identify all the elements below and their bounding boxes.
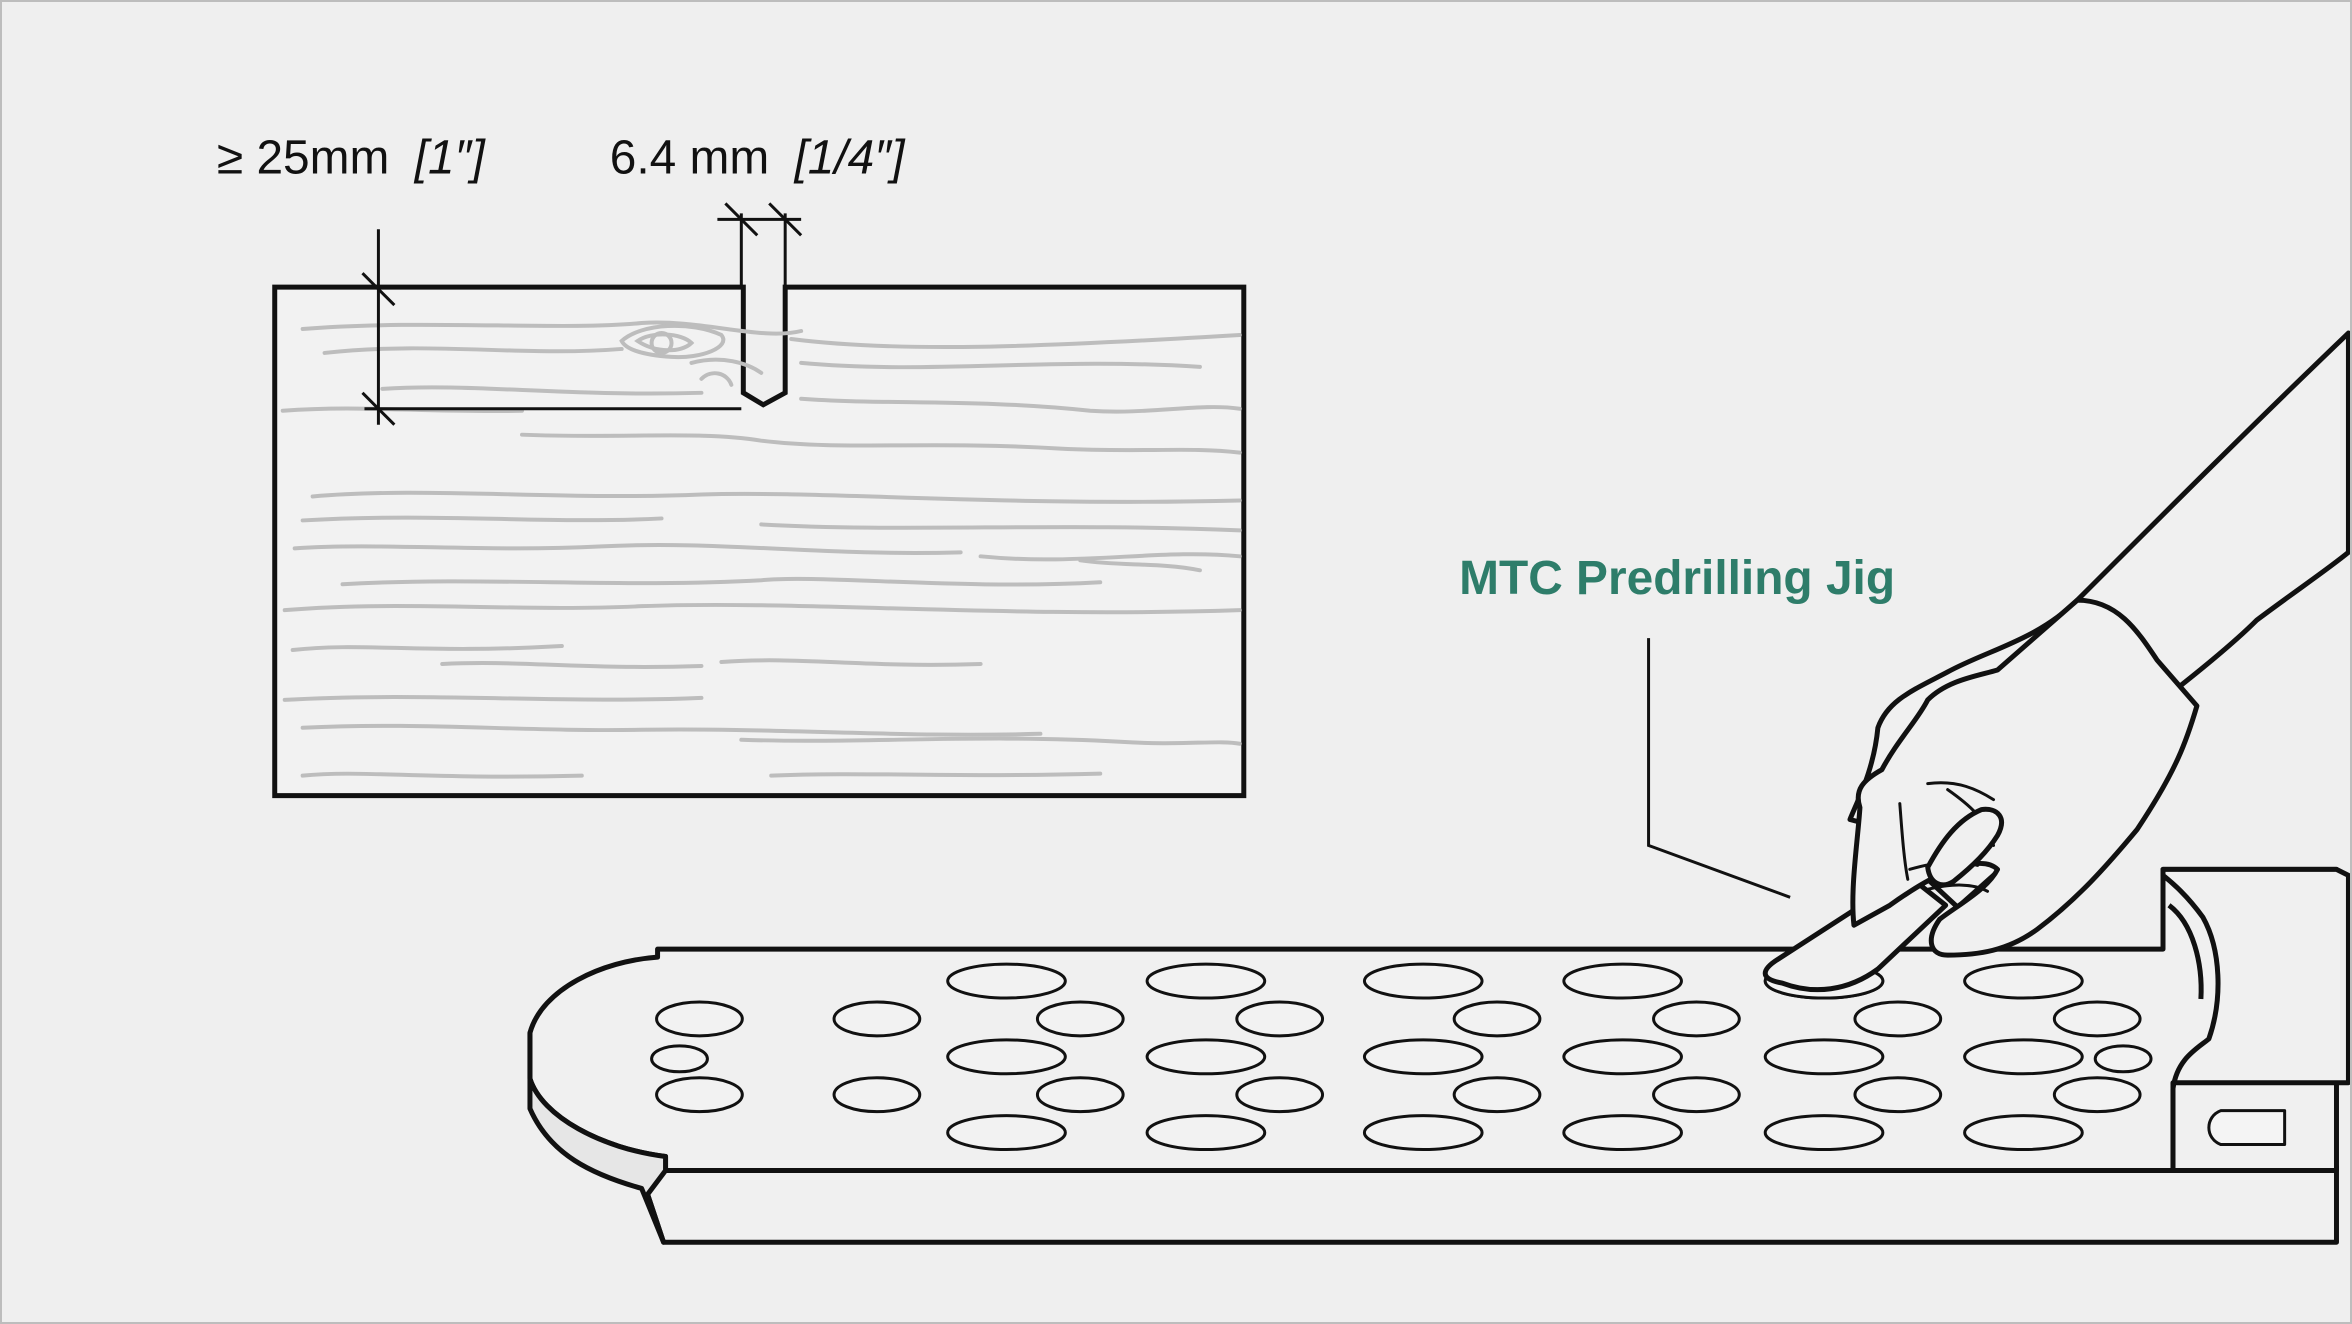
- depth-value: ≥ 25mm: [217, 131, 389, 184]
- width-dimension-label: 6.4 mm [1/4″]: [610, 131, 907, 184]
- wood-grain: [280, 320, 1242, 779]
- jig-hole: [1035, 1076, 1125, 1114]
- jig-hole: [655, 1076, 744, 1114]
- knife-blade: [1762, 872, 1949, 993]
- jig-hole: [1963, 1114, 2084, 1152]
- jig-hole: [1652, 1000, 1741, 1038]
- jig-hole: [2052, 1000, 2142, 1038]
- jig-hole: [832, 1076, 922, 1114]
- jig-side-marker: [2207, 1109, 2287, 1147]
- jig-right-inner-curve: [2167, 903, 2204, 1000]
- jig-hole: [1963, 962, 2084, 1000]
- depth-imperial: [1″]: [414, 131, 487, 184]
- callout-leader-line: [1647, 638, 1791, 899]
- jig-hole: [1562, 1038, 1683, 1076]
- jig-hole: [655, 1000, 744, 1038]
- depth-dimension: [361, 229, 742, 426]
- thumb: [1925, 806, 2004, 888]
- jig-hole: [1853, 1076, 1943, 1114]
- jig-hole: [2052, 1076, 2142, 1114]
- jig-hole: [1853, 1000, 1943, 1038]
- jig-right-block: [2160, 866, 2350, 1092]
- jig-hole: [1362, 962, 1484, 1000]
- jig-hole: [1452, 1076, 1542, 1114]
- jig-label: MTC Predrilling Jig: [1459, 552, 1895, 605]
- board-outline: [272, 284, 1247, 799]
- jig-hole: [1452, 1000, 1542, 1038]
- jig-left-end: [527, 1030, 669, 1245]
- jig-hole: [1145, 1114, 1267, 1152]
- jig-hole: [1235, 1076, 1325, 1114]
- jig-hole: [1963, 1038, 2084, 1076]
- jig-hole: [650, 1044, 709, 1074]
- jig-base-plate: [645, 1163, 2339, 1245]
- jig-hole: [832, 1000, 922, 1038]
- jig-hole: [2093, 1044, 2153, 1074]
- jig-hole: [1235, 1000, 1325, 1038]
- hand-with-knife: [1762, 330, 2350, 993]
- jig-hole: [946, 1038, 1067, 1076]
- jig-hole: [1763, 1038, 1885, 1076]
- jig-hole: [1652, 1076, 1741, 1114]
- depth-dimension-label: ≥ 25mm [1″]: [217, 131, 487, 184]
- width-imperial: [1/4″]: [793, 131, 906, 184]
- jig-hole: [946, 962, 1067, 1000]
- jig-hole: [1145, 962, 1267, 1000]
- jig-hole: [1763, 1114, 1885, 1152]
- jig-hole: [1362, 1114, 1484, 1152]
- width-value: 6.4 mm: [610, 131, 770, 184]
- jig-hole: [1562, 962, 1683, 1000]
- jig-hole: [1145, 1038, 1267, 1076]
- jig-hole: [946, 1114, 1067, 1152]
- jig-hole: [1362, 1038, 1484, 1076]
- jig-hole: [1562, 1114, 1683, 1152]
- jig-holes: [650, 962, 2153, 1152]
- width-dimension: [717, 202, 803, 286]
- wood-board: ≥ 25mm [1″] 6.4 mm [1/4″]: [217, 131, 1247, 799]
- jig-callout: MTC Predrilling Jig: [1459, 552, 1895, 899]
- jig-hole: [1035, 1000, 1125, 1038]
